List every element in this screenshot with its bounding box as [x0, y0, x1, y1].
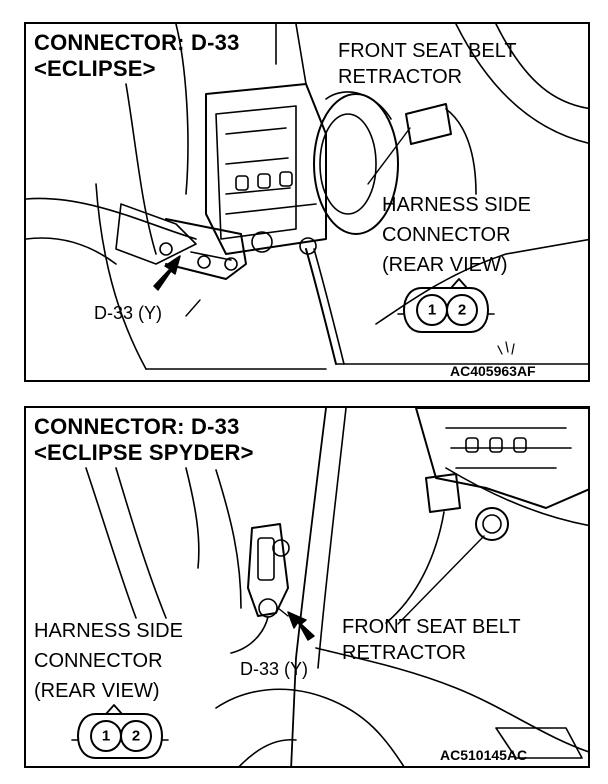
diagram-panel-eclipse: 1 2 CONNECTOR: D-33 <ECLIPSE> FRONT SEAT…: [24, 22, 590, 382]
retractor-label-line1: FRONT SEAT BELT: [342, 616, 521, 638]
connector-title: CONNECTOR: D-33: [34, 30, 240, 55]
connector-d33-label: D-33 (Y): [240, 659, 309, 679]
retractor-label-line1: FRONT SEAT BELT: [338, 40, 517, 62]
diagram-code: AC405963AF: [450, 363, 536, 379]
diagram-code: AC510145AC: [440, 747, 528, 763]
model-subtitle: <ECLIPSE SPYDER>: [34, 440, 254, 465]
retractor-illustration: 1 2: [26, 24, 588, 370]
connector-d33-label: D-33 (Y): [94, 303, 163, 323]
connector-title: CONNECTOR: D-33: [34, 414, 240, 439]
pin-2-label: 2: [458, 302, 466, 319]
retractor-label-line2: RETRACTOR: [338, 66, 463, 88]
harness-label-line2: CONNECTOR: [382, 224, 511, 246]
pin-1-label: 1: [102, 728, 110, 745]
model-subtitle: <ECLIPSE>: [34, 56, 156, 81]
pin-2-label: 2: [132, 728, 140, 745]
harness-label-line3: (REAR VIEW): [382, 254, 508, 276]
retractor-illustration: 1 2: [71, 408, 588, 766]
connector-symbol: 1 2: [71, 704, 169, 759]
retractor-label-line2: RETRACTOR: [342, 642, 467, 664]
diagram-panel-eclipse-spyder: 1 2 CONNECTOR: D-33 <ECLIPSE SPYDER> FRO…: [24, 406, 590, 768]
harness-label-line2: CONNECTOR: [34, 650, 163, 672]
connector-symbol: 1 2: [397, 278, 495, 333]
harness-label-line1: HARNESS SIDE: [382, 194, 531, 216]
pin-1-label: 1: [428, 302, 436, 319]
harness-label-line3: (REAR VIEW): [34, 680, 160, 702]
harness-label-line1: HARNESS SIDE: [34, 620, 183, 642]
